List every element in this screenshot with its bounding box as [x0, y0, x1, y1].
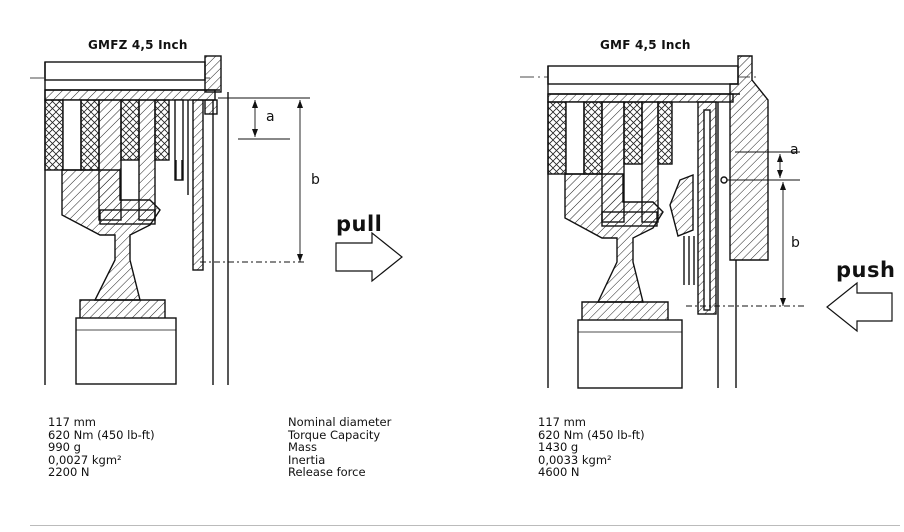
right-spec-inertia: 0,0033 kgm² [538, 452, 612, 467]
right-spec-torque: 620 Nm (450 lb-ft) [538, 427, 645, 442]
label-torque-capacity: Torque Capacity [288, 427, 381, 442]
label-nominal-diameter: Nominal diameter [288, 415, 392, 429]
left-spec-release-force: 2200 N [48, 465, 90, 480]
left-spec-torque: 620 Nm (450 lb-ft) [48, 427, 155, 442]
right-clutch-section [520, 55, 893, 389]
left-spec-inertia: 0,0027 kgm² [48, 452, 122, 467]
right-spec-release-force: 4600 N [538, 465, 580, 480]
left-diagram-title: GMFZ 4,5 Inch [88, 38, 188, 52]
label-release-force: Release force [288, 465, 366, 480]
left-spec-values: 117 mm 620 Nm (450 lb-ft) 990 g 0,0027 k… [48, 416, 155, 479]
left-spec-mass: 990 g [48, 440, 81, 455]
right-spec-values: 117 mm 620 Nm (450 lb-ft) 1430 g 0,0033 … [538, 416, 645, 479]
right-dim-b-label: b [791, 235, 800, 251]
push-arrow-icon [826, 281, 893, 333]
right-dim-a-label: a [790, 142, 799, 158]
bottom-divider [30, 525, 900, 526]
left-spec-diameter: 117 mm [48, 415, 97, 429]
right-spec-mass: 1430 g [538, 440, 579, 455]
right-spec-diameter: 117 mm [538, 415, 587, 429]
spec-labels: Nominal diameter Torque Capacity Mass In… [288, 416, 391, 479]
push-label: push [836, 258, 896, 282]
label-mass: Mass [288, 440, 317, 455]
left-dim-a-label: a [266, 109, 275, 125]
left-dim-b-label: b [311, 172, 320, 188]
left-clutch-section [30, 55, 403, 385]
pull-label: pull [336, 212, 383, 236]
label-inertia: Inertia [288, 452, 326, 467]
right-diagram-title: GMF 4,5 Inch [600, 38, 691, 52]
pull-arrow-icon [335, 231, 403, 283]
